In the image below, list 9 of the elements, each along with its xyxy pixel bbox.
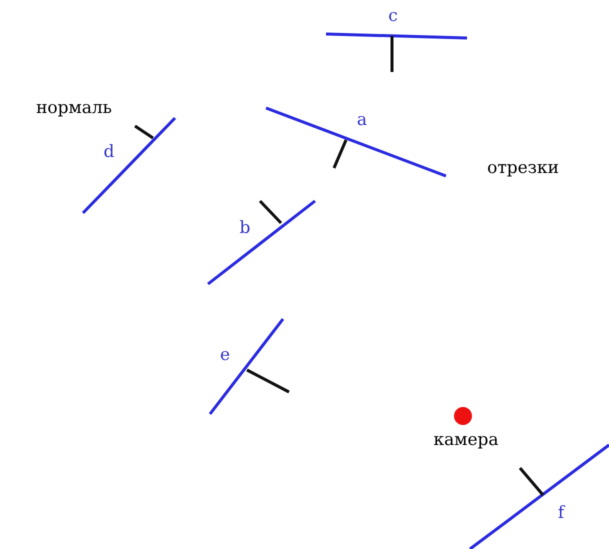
segment-label: e	[220, 345, 230, 365]
segment-label: a	[356, 110, 368, 130]
camera-label: камера	[433, 430, 499, 450]
segments-label: отрезки	[487, 158, 559, 178]
segment-label: d	[104, 142, 114, 162]
segment-label: c	[388, 6, 398, 26]
segment-label: b	[240, 218, 250, 238]
segment-label: f	[558, 503, 564, 523]
normal-label: нормаль	[36, 98, 112, 118]
